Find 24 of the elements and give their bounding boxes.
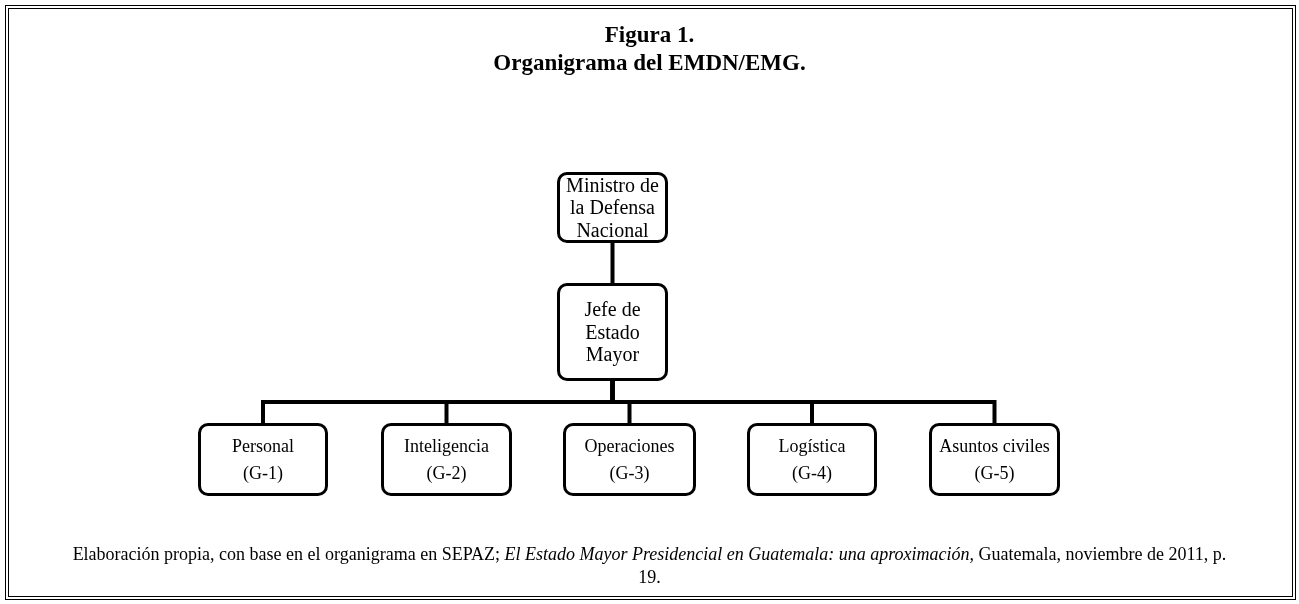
box-label: Inteligencia: [404, 435, 489, 456]
connector-line: [610, 243, 615, 283]
org-box: [557, 283, 668, 381]
org-box: [747, 423, 877, 496]
box-label: Operaciones: [584, 435, 675, 456]
figure-subtitle: Organigrama del EMDN/EMG.: [492, 50, 807, 76]
box-code: (G-1): [243, 463, 283, 484]
connector-line: [610, 381, 997, 423]
org-box: [557, 172, 668, 243]
box-code: (G-4): [792, 463, 832, 484]
box-code: (G-2): [426, 463, 467, 484]
box-code: (G-5): [974, 463, 1015, 484]
org-box: [198, 423, 328, 496]
box-code: (G-3): [609, 463, 650, 484]
box-label: Jefe de Estado Mayor: [583, 298, 642, 366]
source-note: Elaboración propia, con base en el organigrama en SEPAZ; El Estado Mayor Presidencial en Guatemala: una aproximación, Guatemala, noviembre de 2011, p. 19.: [71, 543, 1228, 588]
org-box: [929, 423, 1060, 496]
org-box: [563, 423, 696, 496]
box-label: Logística: [778, 435, 846, 456]
box-label: Asuntos civiles: [939, 435, 1050, 456]
figure-title: Figura 1.: [603, 22, 696, 48]
box-label: Ministro de la Defensa Nacional: [565, 173, 660, 242]
org-box: [381, 423, 512, 496]
box-label: Personal: [232, 435, 294, 456]
